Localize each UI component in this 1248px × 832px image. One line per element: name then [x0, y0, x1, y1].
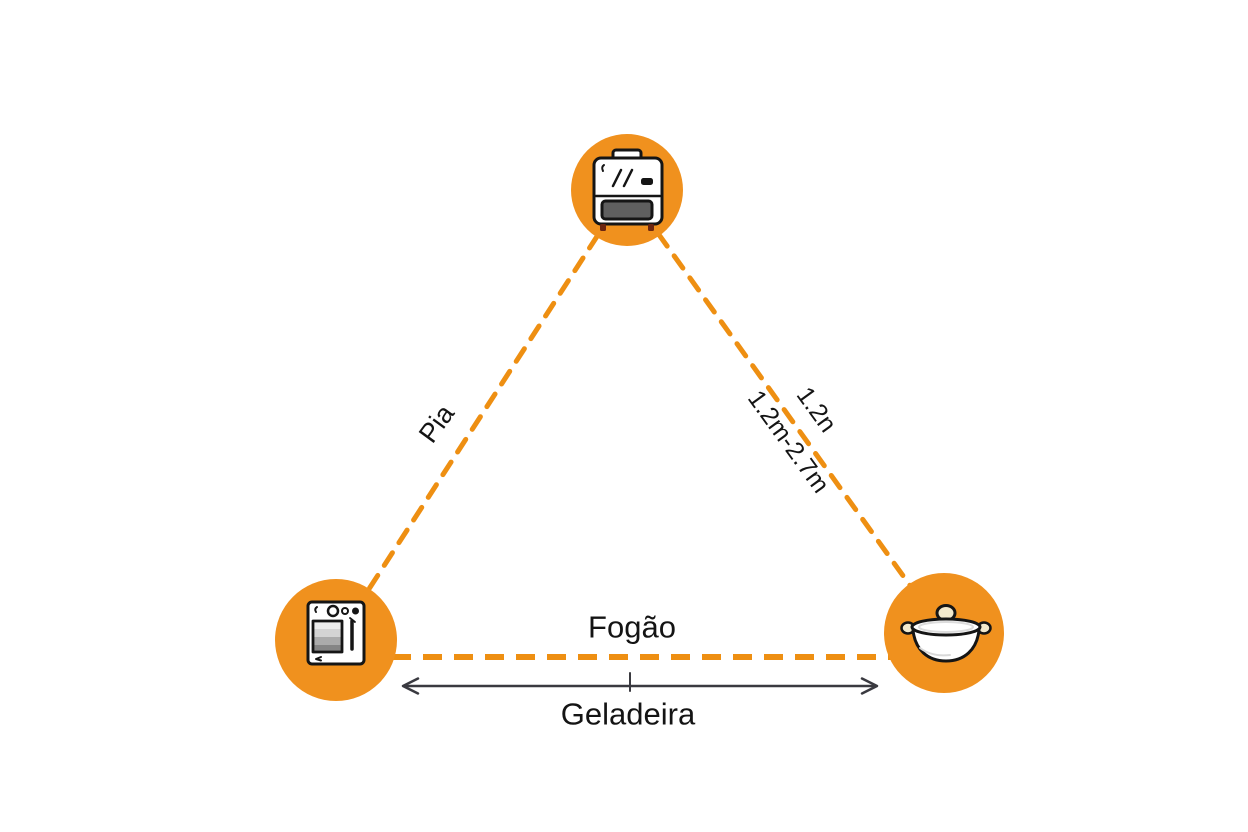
pot-shading	[919, 647, 951, 657]
node-bottom-right	[884, 573, 1004, 693]
node-bottom-left	[275, 579, 397, 701]
stove-knob-small	[341, 607, 349, 615]
oven-foot-right	[648, 224, 654, 231]
stove-mark-bottom	[315, 656, 322, 662]
stove-knob-ring	[326, 604, 340, 618]
toaster-oven-icon	[592, 148, 664, 231]
oven-slash-1	[611, 168, 623, 188]
oven-slash-2	[622, 168, 634, 188]
measurement-arrow	[401, 672, 879, 695]
stove-window-frame	[311, 619, 344, 654]
oven-door	[600, 199, 654, 221]
edge-right-dashed-line	[624, 187, 947, 636]
triangle-edges	[333, 187, 947, 660]
node-top	[571, 134, 683, 246]
measurement-label: Geladeira	[560, 696, 696, 732]
stove-oven-icon	[306, 600, 366, 666]
oven-mark	[601, 164, 605, 172]
cooking-pot-icon	[900, 604, 992, 663]
edge-left-dashed-line	[333, 187, 630, 643]
arrow-head-right	[860, 677, 879, 695]
oven-foot-left	[600, 224, 606, 231]
stove-knob-filled	[352, 607, 359, 615]
pot-rim-inner	[918, 621, 974, 633]
edge-bottom-label: Fogão	[588, 609, 676, 645]
oven-button	[641, 178, 653, 185]
stove-mark-top	[314, 606, 318, 613]
arrow-head-left	[401, 677, 420, 695]
stove-handle-mark	[349, 617, 356, 623]
stove-window-glass	[313, 621, 342, 652]
